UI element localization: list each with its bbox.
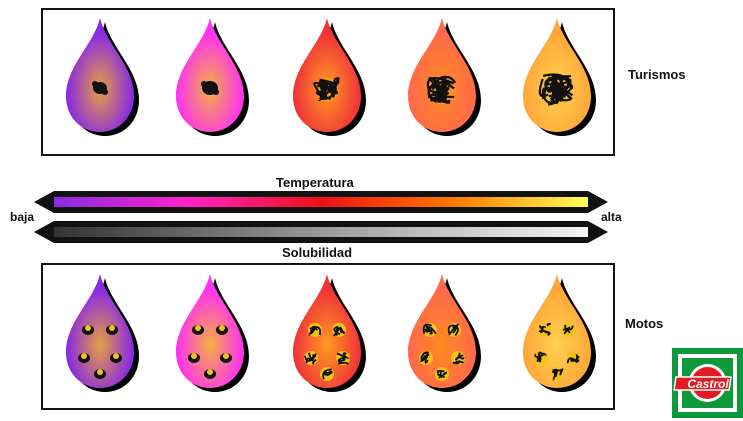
castrol-logo: Castrol (672, 348, 743, 418)
high-end-label: alta (601, 210, 622, 224)
temperature-bar (34, 191, 608, 213)
bottom-oil-drop-1 (58, 270, 144, 394)
top-oil-drop-5 (515, 14, 601, 138)
temperature-label: Temperatura (276, 175, 354, 190)
bottom-oil-drop-2 (168, 270, 254, 394)
bottom-oil-drop-5 (515, 270, 601, 394)
row-label-cars: Turismos (628, 67, 686, 82)
low-end-label: baja (10, 210, 34, 224)
logo-wordmark: Castrol (687, 377, 729, 391)
top-oil-drop-3 (285, 14, 371, 138)
bottom-oil-drop-4 (400, 270, 486, 394)
solubility-bar (34, 221, 608, 243)
top-oil-drop-4 (400, 14, 486, 138)
top-oil-drop-1 (58, 14, 144, 138)
bottom-oil-drop-3 (285, 270, 371, 394)
top-oil-drop-2 (168, 14, 254, 138)
row-label-motorcycles: Motos (625, 316, 663, 331)
solubility-label: Solubilidad (282, 245, 352, 260)
